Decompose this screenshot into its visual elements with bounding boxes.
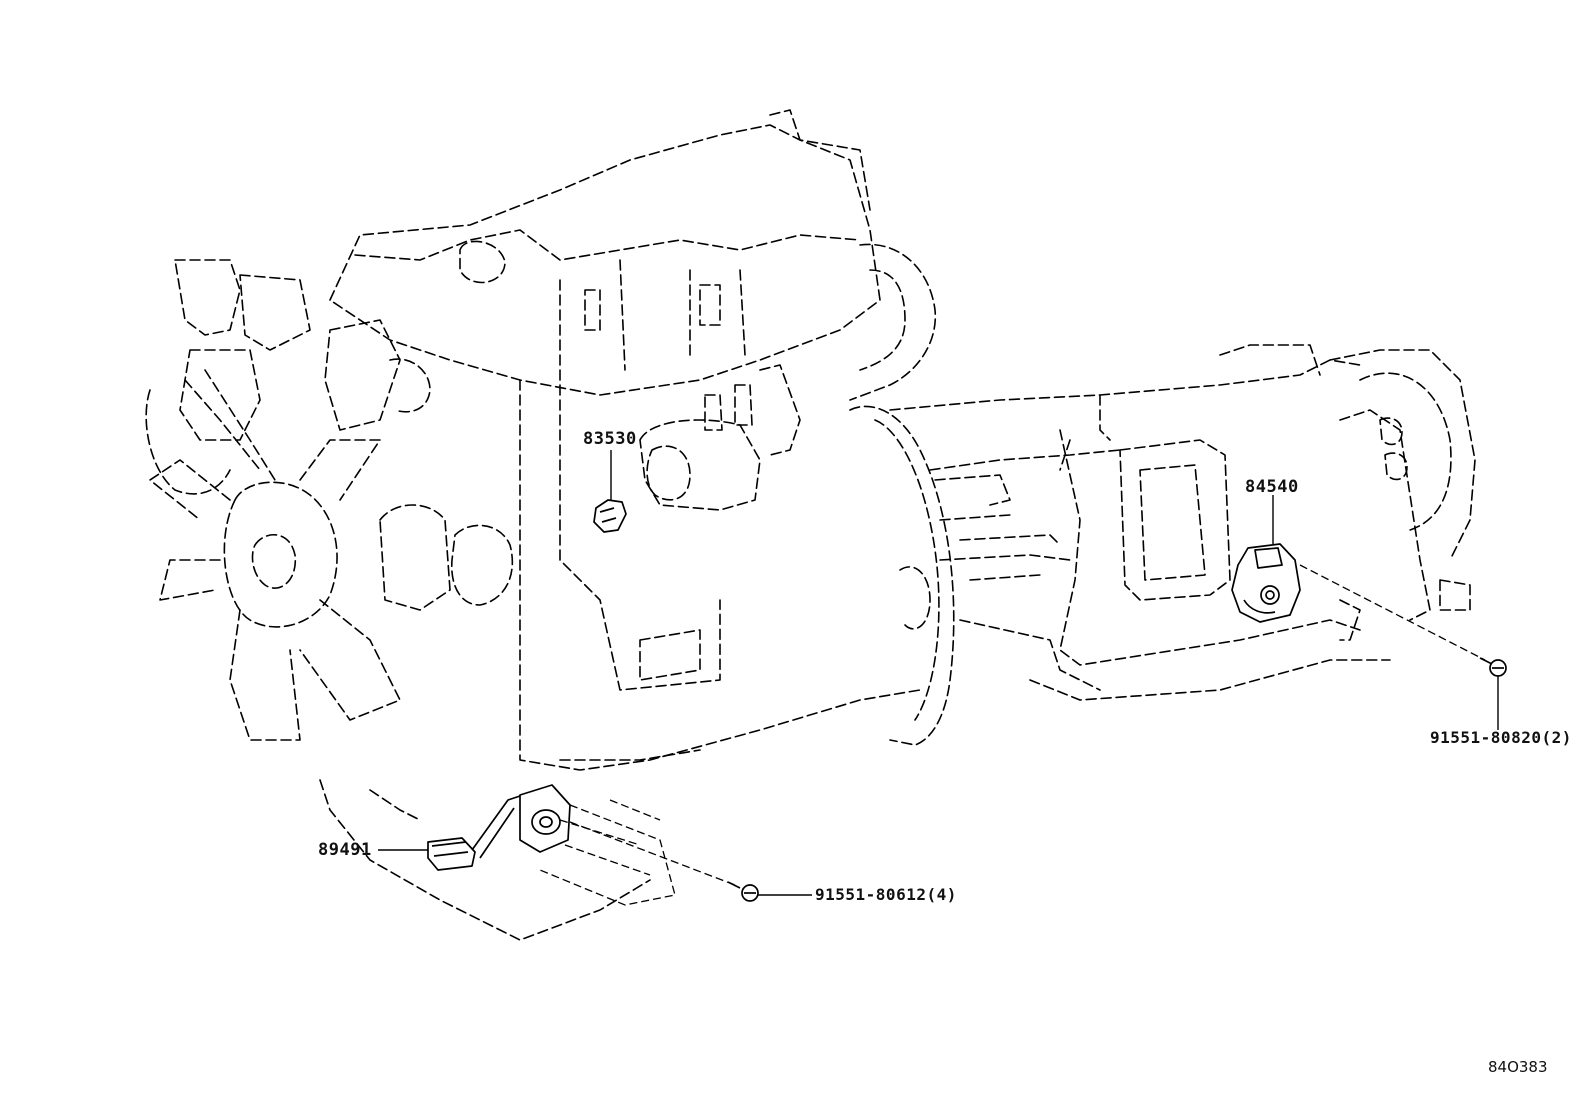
label-89491: 89491 <box>318 840 372 860</box>
cooling-fan-outline <box>149 369 401 741</box>
part-83530-sender[interactable] <box>593 499 627 533</box>
transmission-outline <box>849 344 1476 746</box>
bolt-91551-80820[interactable] <box>1479 657 1507 677</box>
leader-lines <box>378 450 1499 896</box>
label-bolt-91551-80612: 91551-80612(4) <box>815 885 957 904</box>
bolt-91551-80612[interactable] <box>727 881 759 902</box>
part-84540-switch[interactable] <box>1231 543 1301 623</box>
engine-block-outline <box>145 109 937 941</box>
label-bolt-91551-80820: 91551-80820(2) <box>1430 728 1572 747</box>
label-83530: 83530 <box>583 429 637 449</box>
part-89491-sensor[interactable] <box>427 784 571 871</box>
label-84540: 84540 <box>1245 477 1299 497</box>
diagram-reference-code: 84O383 <box>1488 1058 1548 1076</box>
